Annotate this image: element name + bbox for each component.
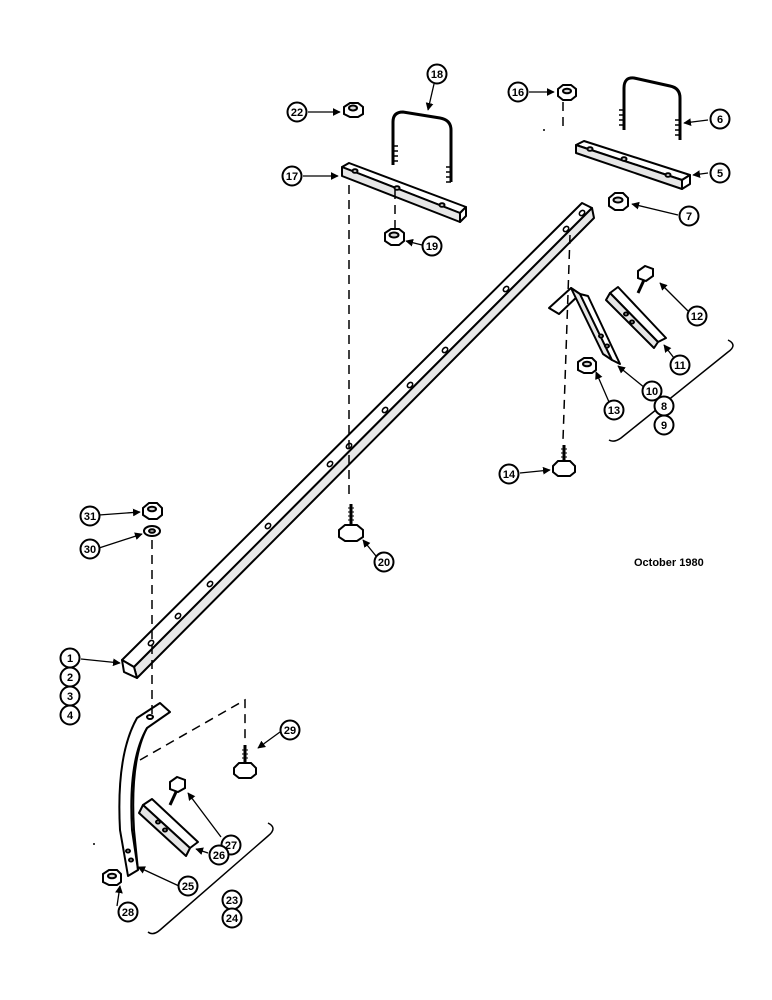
callout-23: 23	[221, 889, 243, 911]
svg-text:12: 12	[691, 311, 703, 323]
svg-text:2: 2	[67, 672, 73, 684]
svg-text:25: 25	[182, 881, 194, 893]
callout-10: 10	[641, 380, 663, 402]
svg-text:5: 5	[717, 168, 723, 180]
callout-22: 22	[286, 101, 308, 123]
callout-28: 28	[117, 901, 139, 923]
shank-left	[118, 702, 171, 877]
callouts: 22 18 17 19 16 6 5 7 12 11 10 13 8 9 14 …	[59, 63, 731, 929]
callout-25: 25	[177, 875, 199, 897]
callout-12: 12	[686, 305, 708, 327]
channel-bar-holes	[147, 209, 586, 647]
callout-29: 29	[279, 719, 301, 741]
callout-1: 1	[59, 647, 81, 669]
svg-text:7: 7	[686, 211, 692, 223]
hex-nut-19	[384, 228, 405, 246]
svg-text:9: 9	[661, 420, 667, 432]
hex-nut-31	[142, 502, 163, 520]
svg-text:17: 17	[286, 171, 298, 183]
svg-text:22: 22	[291, 107, 303, 119]
hex-nut-22	[343, 102, 364, 118]
svg-text:14: 14	[503, 469, 516, 481]
svg-text:29: 29	[284, 725, 296, 737]
svg-text:8: 8	[661, 401, 667, 413]
u-bolt-right	[619, 76, 682, 140]
svg-text:24: 24	[226, 913, 239, 925]
callout-4: 4	[59, 704, 81, 726]
svg-text:20: 20	[378, 557, 390, 569]
callout-11: 11	[669, 354, 691, 376]
callout-16: 16	[507, 81, 529, 103]
hex-nut-13	[577, 357, 597, 374]
svg-text:26: 26	[213, 850, 225, 862]
clamp-plate-right	[575, 140, 691, 190]
svg-text:10: 10	[646, 386, 658, 398]
callout-13: 13	[603, 399, 625, 421]
svg-text:30: 30	[84, 544, 96, 556]
lock-washer-30	[143, 525, 161, 537]
callout-30: 30	[79, 538, 101, 560]
svg-text:6: 6	[717, 114, 723, 126]
wear-plate-right	[605, 286, 667, 349]
speck-marks	[93, 129, 545, 845]
hex-nut-28	[102, 869, 122, 886]
svg-text:1: 1	[67, 653, 73, 665]
svg-text:23: 23	[226, 895, 238, 907]
shank-right	[548, 287, 621, 365]
hex-nut-16	[557, 84, 577, 101]
svg-text:18: 18	[431, 69, 443, 81]
wear-plate-left	[138, 798, 199, 857]
svg-text:28: 28	[122, 907, 134, 919]
callout-24: 24	[221, 907, 243, 929]
callout-26: 26	[208, 844, 230, 866]
callout-3: 3	[59, 685, 81, 707]
svg-text:19: 19	[426, 241, 438, 253]
u-bolt-left	[391, 110, 453, 183]
bolt-29	[233, 745, 257, 779]
hex-nut-7	[608, 192, 629, 211]
svg-text:3: 3	[67, 691, 73, 703]
callout-19: 19	[421, 235, 443, 257]
date-label: October 1980	[634, 557, 704, 569]
svg-text:27: 27	[225, 840, 237, 852]
callout-20: 20	[373, 551, 395, 573]
callout-17: 17	[281, 165, 303, 187]
callout-leaders	[80, 83, 709, 907]
channel-bar	[121, 202, 595, 679]
bolt-27	[168, 775, 186, 806]
callout-9: 9	[653, 414, 675, 436]
callout-8: 8	[653, 395, 675, 417]
callout-31: 31	[79, 505, 101, 527]
svg-text:13: 13	[608, 405, 620, 417]
clamp-plate-left	[341, 162, 467, 223]
assembly-brackets	[147, 339, 734, 935]
callout-14: 14	[498, 463, 520, 485]
callout-7: 7	[678, 205, 700, 227]
bolt-14	[552, 445, 576, 477]
assembly-lines	[139, 102, 571, 761]
bolt-20	[338, 504, 364, 542]
bolt-12	[636, 264, 654, 294]
callout-6: 6	[709, 108, 731, 130]
svg-text:11: 11	[674, 360, 686, 372]
callout-2: 2	[59, 666, 81, 688]
svg-text:31: 31	[84, 511, 96, 523]
svg-text:4: 4	[67, 710, 74, 722]
callout-18: 18	[426, 63, 448, 85]
svg-text:16: 16	[512, 87, 524, 99]
callout-5: 5	[709, 162, 731, 184]
